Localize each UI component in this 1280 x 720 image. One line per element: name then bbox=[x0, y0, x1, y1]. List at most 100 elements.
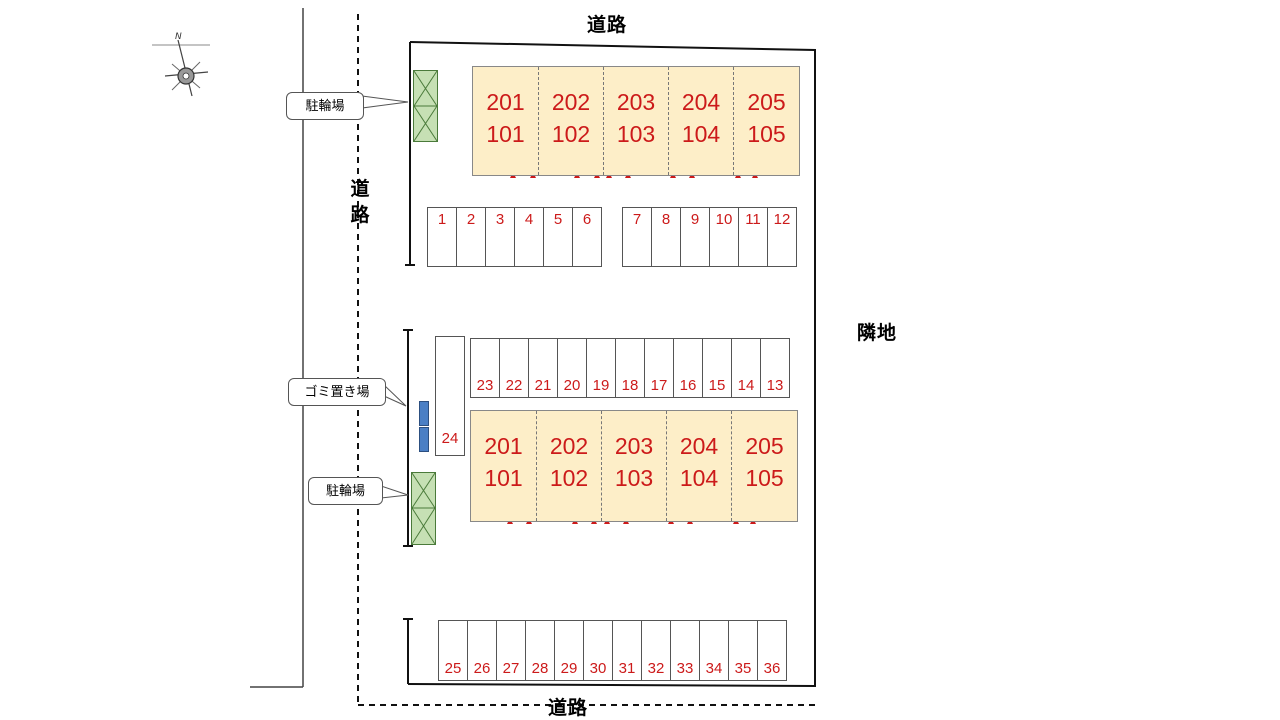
parking-stall: 5 bbox=[543, 207, 573, 267]
unit-upper: 202 bbox=[549, 433, 589, 459]
parking-stall: 9 bbox=[680, 207, 710, 267]
callout-pointer-bike-bottom bbox=[380, 485, 409, 499]
stall-number: 11 bbox=[745, 211, 761, 228]
stall-number: 13 bbox=[766, 377, 784, 394]
stall-number: 26 bbox=[473, 660, 491, 677]
neighbor-lot-label: 隣地 bbox=[857, 322, 898, 344]
parking-stall: 29 bbox=[554, 620, 584, 681]
stall-number: 33 bbox=[676, 660, 694, 677]
parking-stall: 21 bbox=[528, 338, 558, 398]
stall-number: 5 bbox=[553, 211, 563, 228]
unit-lower: 102 bbox=[551, 121, 591, 147]
stall-number: 27 bbox=[502, 660, 520, 677]
parking-stall: 4 bbox=[514, 207, 544, 267]
stall-number: 18 bbox=[621, 377, 639, 394]
stall-number: 14 bbox=[737, 377, 755, 394]
parking-stall: 15 bbox=[702, 338, 732, 398]
compass-icon bbox=[152, 39, 210, 97]
unit-upper: 205 bbox=[747, 89, 786, 115]
stall-number: 30 bbox=[589, 660, 607, 677]
bike-parking-bottom-cross-icon bbox=[411, 472, 436, 545]
unit-upper: 203 bbox=[614, 433, 654, 459]
road-label-bottom: 道路 bbox=[548, 697, 589, 719]
road-label-top: 道路 bbox=[587, 14, 628, 36]
parking-stall: 34 bbox=[699, 620, 729, 681]
stall-number: 10 bbox=[715, 211, 733, 228]
parking-stall: 31 bbox=[612, 620, 642, 681]
parking-stall: 6 bbox=[572, 207, 602, 267]
unit-upper: 204 bbox=[679, 433, 719, 459]
parking-stall: 30 bbox=[583, 620, 613, 681]
unit-upper: 202 bbox=[551, 89, 591, 115]
callout-pointer-trash bbox=[383, 383, 407, 407]
stall-number: 12 bbox=[773, 211, 791, 228]
stall-number: 2 bbox=[466, 211, 476, 228]
stall-number: 24 bbox=[441, 430, 459, 447]
unit-lower: 105 bbox=[747, 121, 786, 147]
parking-stall: 17 bbox=[644, 338, 674, 398]
callout-bike-parking-top: 駐輪場 bbox=[286, 92, 364, 120]
stall-number: 4 bbox=[524, 211, 534, 228]
callout-bike-parking-bottom: 駐輪場 bbox=[308, 477, 383, 505]
trash-area-1 bbox=[419, 401, 429, 426]
stall-number: 16 bbox=[679, 377, 697, 394]
parking-stall-24: 24 bbox=[435, 336, 465, 456]
unit-upper: 201 bbox=[486, 89, 525, 115]
parking-stall: 10 bbox=[709, 207, 739, 267]
callout-trash-area: ゴミ置き場 bbox=[288, 378, 386, 406]
parking-stall: 35 bbox=[728, 620, 758, 681]
unit-lower: 104 bbox=[681, 121, 721, 147]
unit-upper: 204 bbox=[681, 89, 721, 115]
unit-upper: 203 bbox=[616, 89, 656, 115]
stall-number: 31 bbox=[618, 660, 636, 677]
unit-upper: 201 bbox=[484, 433, 523, 459]
parking-stall: 36 bbox=[757, 620, 787, 681]
stall-number: 19 bbox=[592, 377, 610, 394]
road-label-left-2: 路 bbox=[350, 204, 370, 226]
stall-number: 3 bbox=[495, 211, 505, 228]
stall-number: 23 bbox=[476, 377, 494, 394]
stall-number: 34 bbox=[705, 660, 723, 677]
stall-number: 6 bbox=[582, 211, 592, 228]
parking-stall: 2 bbox=[456, 207, 486, 267]
unit-lower: 101 bbox=[486, 121, 525, 147]
callout-pointer-bike-top bbox=[361, 95, 409, 109]
stall-number: 15 bbox=[708, 377, 726, 394]
site-boundary bbox=[407, 41, 816, 688]
stall-number: 32 bbox=[647, 660, 665, 677]
stall-number: 28 bbox=[531, 660, 549, 677]
parking-stall: 8 bbox=[651, 207, 681, 267]
parking-stall: 12 bbox=[767, 207, 797, 267]
parking-stall: 20 bbox=[557, 338, 587, 398]
stall-number: 35 bbox=[734, 660, 752, 677]
unit-lower: 103 bbox=[616, 121, 656, 147]
unit-upper: 205 bbox=[745, 433, 784, 459]
parking-stall: 28 bbox=[525, 620, 555, 681]
parking-stall: 14 bbox=[731, 338, 761, 398]
stall-number: 20 bbox=[563, 377, 581, 394]
parking-stall: 33 bbox=[670, 620, 700, 681]
parking-stall: 1 bbox=[427, 207, 457, 267]
unit-lower: 103 bbox=[614, 465, 654, 491]
bike-parking-top bbox=[413, 70, 438, 142]
parking-stall: 26 bbox=[467, 620, 497, 681]
parking-stall: 18 bbox=[615, 338, 645, 398]
stall-number: 21 bbox=[534, 377, 552, 394]
unit-lower: 101 bbox=[484, 465, 523, 491]
stall-number: 8 bbox=[661, 211, 671, 228]
